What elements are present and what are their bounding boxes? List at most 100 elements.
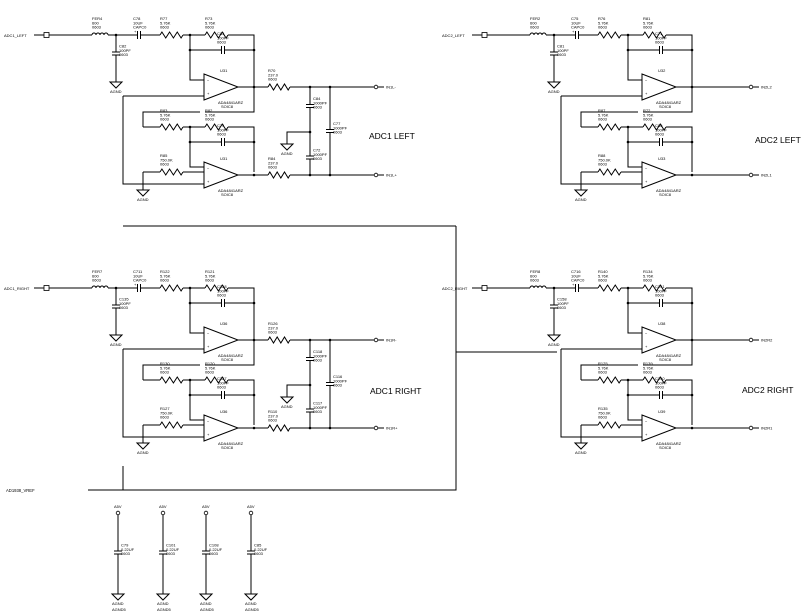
wire <box>189 288 204 334</box>
input-resistor-package: 0603 <box>160 25 170 30</box>
stage2-input-resistor-package: 0603 <box>160 370 170 375</box>
bypass-cap-package: 0603 <box>166 551 176 556</box>
opamp-1-bottom-input-sign: + <box>207 91 210 96</box>
ferrite-ref: FER2 <box>530 16 541 21</box>
wire <box>189 35 204 81</box>
capacitor-symbol <box>112 288 120 325</box>
output-resistor-1-value: 237.0 <box>268 72 279 77</box>
wire <box>228 287 255 343</box>
feedback-cap-value: 100PF <box>217 288 229 293</box>
opamp-2-bottom-input-sign: + <box>645 179 648 184</box>
opamp-1-package: SOIC8 <box>659 357 672 362</box>
opamp-2-top-input-sign: − <box>207 166 210 171</box>
feedback-resistor-value: 5.76K <box>205 273 216 278</box>
ferrite-ref: FER8 <box>530 269 541 274</box>
coupling-cap-package: CAPC0 <box>133 25 147 30</box>
bypass-cap-package: 0603 <box>254 551 264 556</box>
supply-label: A5V <box>159 504 167 509</box>
opamp-1-ref: U32 <box>658 68 666 73</box>
wire <box>627 380 642 421</box>
ground-symbol <box>546 331 562 342</box>
output-net-label-1: IN1L- <box>386 85 396 90</box>
supply-terminal <box>115 510 121 516</box>
filter-cap-value: 100PF <box>557 48 569 53</box>
capacitor-symbol <box>202 515 210 590</box>
input-connector <box>43 285 50 291</box>
opamp-1-bottom-input-sign: + <box>645 344 648 349</box>
input-resistor-value: 5.76K <box>160 20 171 25</box>
differential-cap-value: 1000PF <box>333 125 348 130</box>
stage2-feedback-cap-package: 0603 <box>655 385 665 390</box>
feedback-cap-value: 100PF <box>655 288 667 293</box>
opamp-2-top-input-sign: − <box>645 419 648 424</box>
resistor-symbol <box>159 376 184 384</box>
coupling-cap-polarity-mark: + <box>134 282 137 287</box>
feedback-cap-package: 0603 <box>655 293 665 298</box>
stage2-feedback-resistor-package: 0603 <box>643 117 653 122</box>
opamp-2-package: SOIC8 <box>221 192 234 197</box>
ferrite-package: 0603 <box>530 25 540 30</box>
filter-cap-ref: C135 <box>119 297 129 302</box>
stage2-input-resistor-package: 0603 <box>598 370 608 375</box>
ground-symbol <box>279 393 295 404</box>
junction-dot <box>626 48 630 52</box>
ground-symbol <box>108 331 124 342</box>
wire <box>628 379 693 425</box>
bypass-cap-value: 0.22UF <box>121 547 135 552</box>
junction-dot <box>690 140 694 144</box>
ferrite-package: 0603 <box>530 278 540 283</box>
section-title-adc1-left: ADC1 LEFT <box>369 131 415 141</box>
resistor-symbol <box>267 83 291 91</box>
resistor-symbol <box>642 284 667 292</box>
opamp-2-package: SOIC8 <box>659 445 672 450</box>
capacitor-symbol <box>217 138 229 146</box>
feedback-resistor-value: 5.76K <box>643 20 654 25</box>
stage2-feedback-resistor-ref: R139 <box>643 361 653 366</box>
output-resistor-2-ref: R84 <box>268 156 276 161</box>
bypass-cap-ref: C79 <box>121 543 129 548</box>
opamp-1-part: ADA4841ARZ <box>218 353 244 358</box>
output-resistor-1-value: 237.0 <box>268 325 279 330</box>
output-resistor-2-ref: R110 <box>268 409 278 414</box>
differential-cap-package: 0603 <box>333 130 343 135</box>
input-net-label: ADC2_LEFT <box>442 33 465 38</box>
stage2-feedback-cap-package: 0603 <box>655 132 665 137</box>
port-terminal <box>373 337 379 343</box>
ferrite-symbol <box>91 285 109 289</box>
input-resistor-ref: R140 <box>598 269 608 274</box>
filter-cap-package: 0603 <box>557 52 567 57</box>
capacitor-symbol <box>306 393 314 428</box>
feedback-cap-ref: C83 <box>217 31 225 36</box>
output-net-label-1: IN2R2 <box>761 338 773 343</box>
output-cap-1-ref: C118 <box>313 349 323 354</box>
vref-net-label: AD1938_VREF <box>6 488 35 493</box>
output-cap-2-value: 1000PF <box>313 405 328 410</box>
coupling-cap-package: CAPC0 <box>571 25 585 30</box>
block-adc2-left: ADC2_LEFTFER26000603C81100PF0603AGND+C75… <box>442 16 772 202</box>
input-resistor-ref: R122 <box>160 269 170 274</box>
stage2-feedback-resistor-value: 5.76K <box>205 365 216 370</box>
bias-resistor-ref: R135 <box>598 406 608 411</box>
capacitor-symbol <box>217 299 229 307</box>
bypass-cap-package: 0603 <box>121 551 131 556</box>
resistor-symbol <box>642 376 667 384</box>
wire <box>628 126 693 172</box>
supply-ground-label: AGND5 <box>157 607 172 612</box>
supply-terminal <box>160 510 166 516</box>
ground-symbol <box>110 590 126 601</box>
resistor-symbol <box>204 284 229 292</box>
bias-resistor-package: 0603 <box>598 162 608 167</box>
junction-dot <box>690 301 694 305</box>
opamp-1-top-input-sign: − <box>207 78 210 83</box>
resistor-symbol <box>204 123 229 131</box>
input-net-label: ADC1_LEFT <box>4 33 27 38</box>
feedback-resistor-ref: R121 <box>205 269 215 274</box>
capacitor-symbol <box>217 46 229 54</box>
ground-symbol <box>546 78 562 89</box>
wire <box>627 35 642 81</box>
opamp-2-package: SOIC8 <box>659 192 672 197</box>
opamp-triangle <box>641 414 678 442</box>
wire <box>627 127 642 168</box>
